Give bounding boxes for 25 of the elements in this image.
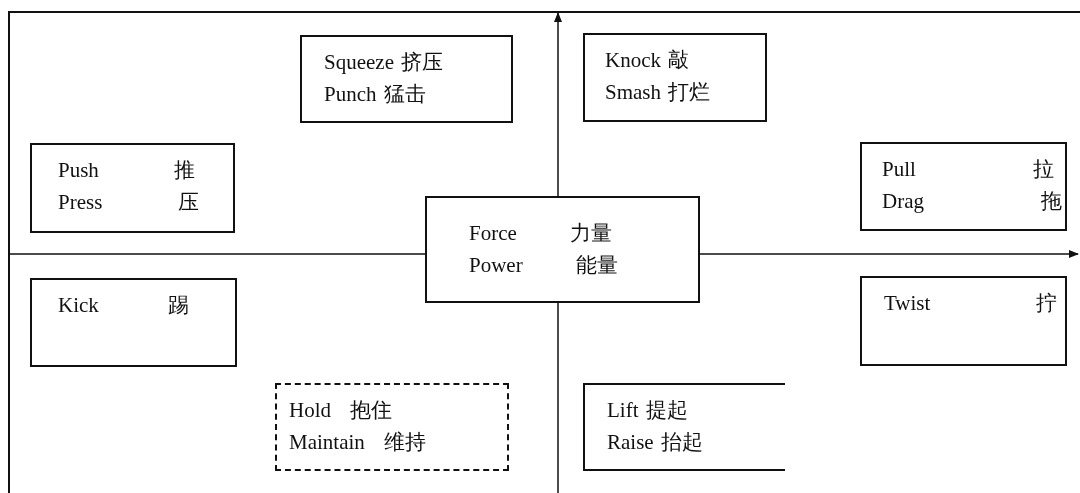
term-box bbox=[30, 278, 237, 367]
term-box bbox=[30, 143, 235, 233]
term-text: Hold 抱住 bbox=[289, 397, 393, 423]
term-text: Twist 拧 bbox=[884, 290, 1057, 316]
term-text: Force 力量 bbox=[469, 220, 613, 246]
term-text: Drag 拖 bbox=[882, 188, 1063, 214]
term-text: Knock 敲 bbox=[605, 47, 690, 73]
term-box bbox=[275, 383, 509, 471]
term-box bbox=[583, 33, 767, 122]
term-text: Kick 踢 bbox=[58, 292, 190, 318]
term-text: Lift 提起 bbox=[607, 397, 688, 423]
term-text: Maintain 维持 bbox=[289, 429, 427, 455]
term-text: Smash 打烂 bbox=[605, 79, 711, 105]
term-box bbox=[583, 383, 785, 471]
term-box bbox=[425, 196, 700, 303]
term-box bbox=[860, 276, 1067, 366]
term-text: Push 推 bbox=[58, 157, 196, 183]
term-text: Pull 拉 bbox=[882, 156, 1055, 182]
term-text: Squeeze 挤压 bbox=[324, 49, 444, 75]
term-text: Raise 抬起 bbox=[607, 429, 703, 455]
term-text: Power 能量 bbox=[469, 252, 618, 278]
term-box bbox=[300, 35, 513, 123]
term-box bbox=[860, 142, 1067, 231]
term-text: Punch 猛击 bbox=[324, 81, 426, 107]
term-text: Press 压 bbox=[58, 189, 199, 215]
